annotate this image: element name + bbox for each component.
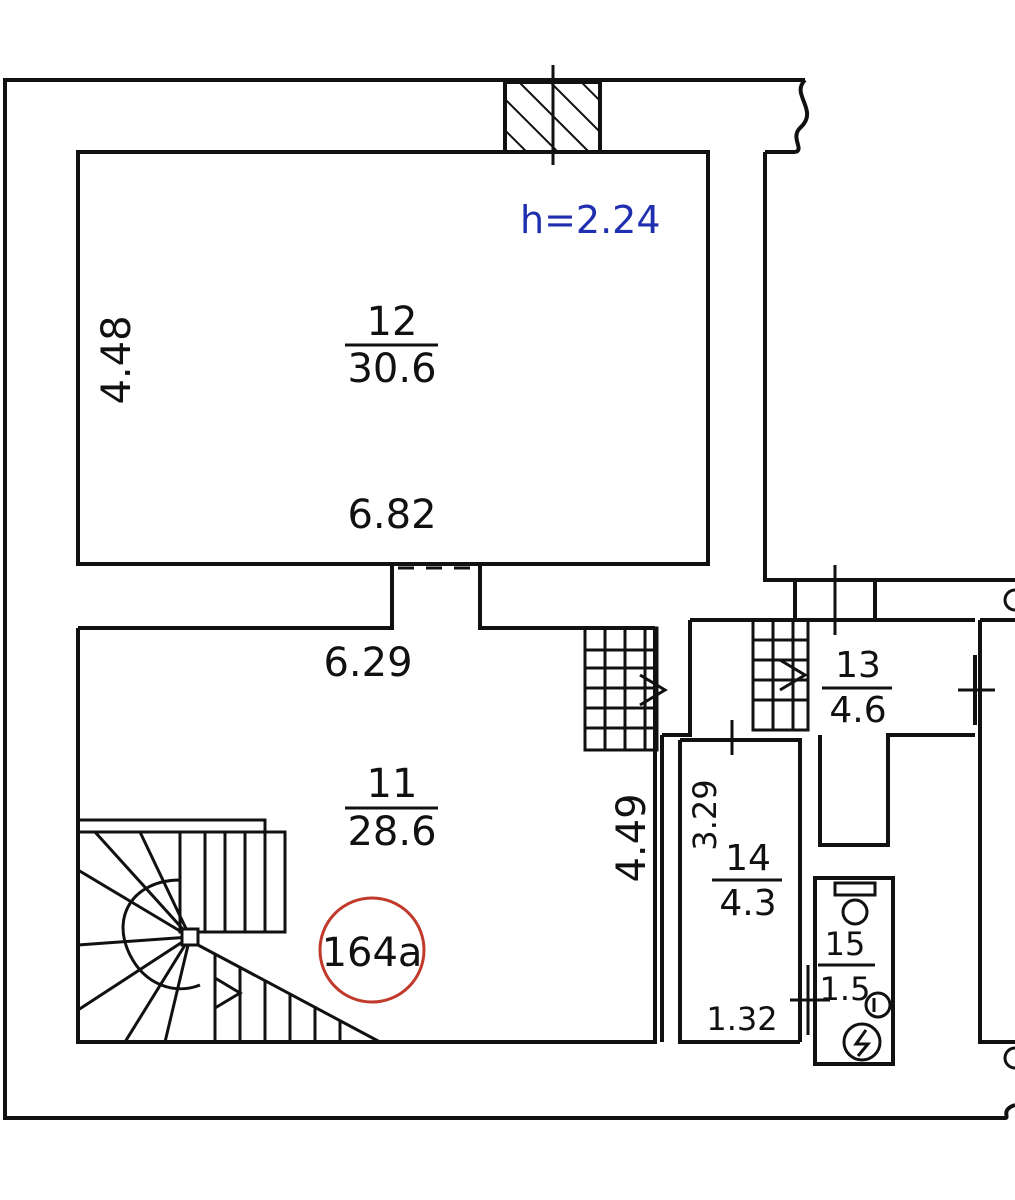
- room-13-area: 4.6: [829, 690, 886, 731]
- room-14-height-dim: 3.29: [686, 779, 724, 850]
- room-15-outline: [813, 876, 895, 1066]
- room-14-area: 4.3: [719, 883, 776, 924]
- room-12-width-dim: 6.82: [347, 492, 436, 538]
- wall-end-bottom: [1003, 1046, 1015, 1070]
- room-11-number: 11: [367, 761, 418, 807]
- stair-left: [583, 626, 668, 752]
- apartment-number: 164a: [322, 930, 423, 976]
- spiral-staircase: [77, 818, 381, 1044]
- room-11-area: 28.6: [347, 809, 436, 855]
- room-12-height-dim: 4.48: [94, 315, 140, 404]
- room-12-area: 30.6: [347, 346, 436, 392]
- room-14-outline: [660, 730, 802, 1044]
- stair-right: [751, 618, 810, 732]
- apartment-number-circle: [318, 896, 426, 1004]
- room-13-number: 13: [835, 645, 881, 686]
- wall-end-top: [1003, 588, 1015, 612]
- boiler-icon: [842, 1022, 882, 1062]
- room-11-width-dim: 6.29: [323, 640, 412, 686]
- water-heater-icon: [864, 991, 892, 1019]
- ceiling-height-label: h=2.24: [520, 198, 661, 242]
- outer-wall-right-break: [1004, 1103, 1015, 1120]
- outer-wall: [3, 78, 1005, 1120]
- room-15-area: 1.5: [820, 970, 871, 1008]
- room-15-width-dim: 1.32: [706, 1000, 777, 1038]
- room-14-number: 14: [725, 838, 771, 879]
- right-wall-block: [763, 150, 1015, 582]
- room-11-outline: [76, 628, 657, 1044]
- room-11-top-wall: [78, 564, 655, 630]
- room-11-height-dim: 4.49: [609, 793, 655, 882]
- room-12-number: 12: [367, 299, 418, 345]
- room-13-frame: [688, 580, 1015, 1044]
- room-15-number: 15: [825, 925, 866, 963]
- toilet-icon: [833, 881, 877, 926]
